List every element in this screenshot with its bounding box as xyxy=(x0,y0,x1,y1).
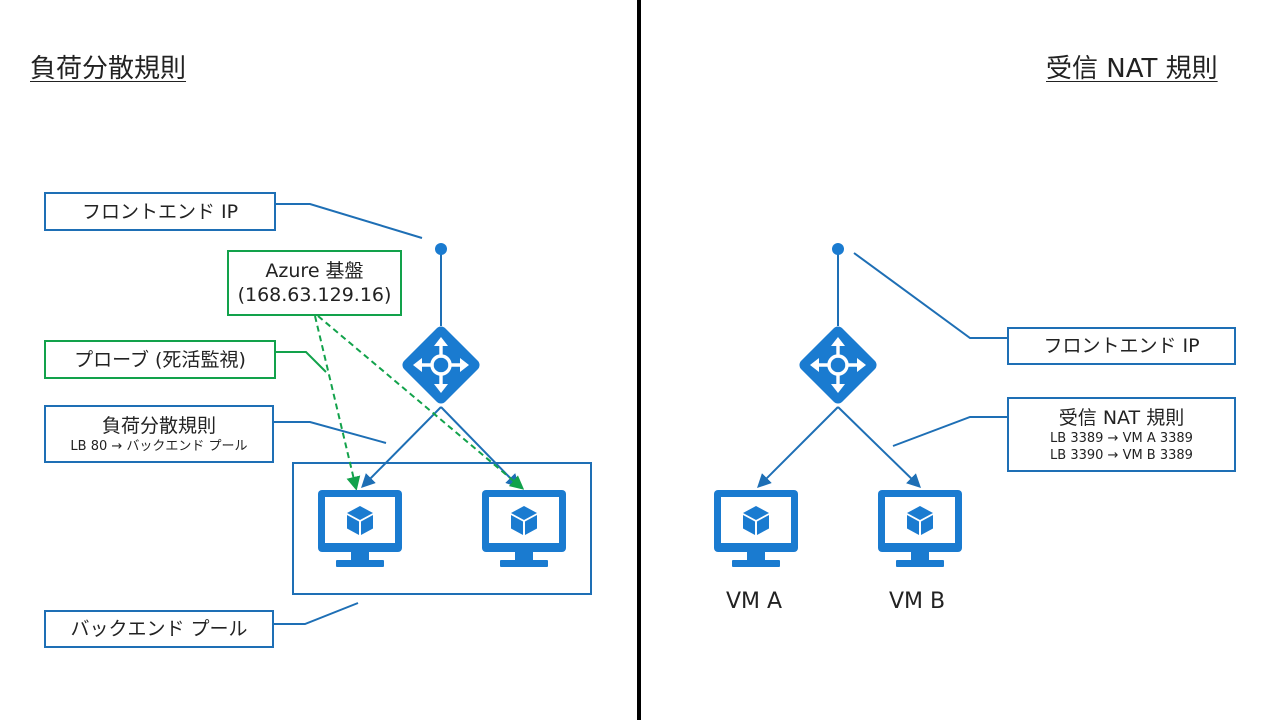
frontend-ip-label: フロントエンド IP xyxy=(81,200,239,223)
frontend-ip-connector xyxy=(276,203,423,239)
frontend-ip-label-box-right: フロントエンド IP xyxy=(1007,327,1236,365)
backend-pool-label: バックエンド プール xyxy=(70,618,248,640)
nat-rule-line-1: LB 3389 → VM A 3389 xyxy=(1050,430,1193,446)
lb-rule-box: 負荷分散規則 LB 80 → バックエンド プール xyxy=(44,405,274,463)
azure-platform-ip: (168.63.129.16) xyxy=(237,284,392,306)
lb-to-vm1-arrow xyxy=(361,406,442,488)
vm-b-label: VM B xyxy=(889,589,946,614)
nat-rule-label: 受信 NAT 規則 xyxy=(1058,406,1185,429)
right-section-title: 受信 NAT 規則 xyxy=(1046,54,1218,84)
backend-pool-label-box: バックエンド プール xyxy=(44,610,274,648)
probe-label: プローブ (死活監視) xyxy=(74,348,246,371)
lb-rule-label: 負荷分散規則 xyxy=(101,414,216,437)
left-section-title: 負荷分散規則 xyxy=(30,54,187,84)
nat-rule-box: 受信 NAT 規則 LB 3389 → VM A 3389 LB 3390 → … xyxy=(1007,397,1236,472)
nat-rule-line-2: LB 3390 → VM B 3389 xyxy=(1050,447,1193,463)
probe-arrow-vm2 xyxy=(317,315,525,490)
frontend-ip-label-box: フロントエンド IP xyxy=(44,192,276,231)
frontend-ip-dot-icon xyxy=(435,243,447,255)
vm-a-label: VM A xyxy=(726,589,783,614)
frontend-ip-label-right: フロントエンド IP xyxy=(1043,335,1200,357)
backend-pool-container xyxy=(292,462,592,595)
azure-platform-box: Azure 基盤 (168.63.129.16) xyxy=(227,250,402,316)
rule-connector xyxy=(274,421,387,444)
frontend-ip-connector-right xyxy=(853,252,1007,339)
lb-to-vmb-arrow xyxy=(837,406,922,488)
backend-pool-connector xyxy=(274,602,359,625)
probe-connector xyxy=(276,351,327,373)
lb-rule-detail: LB 80 → バックエンド プール xyxy=(70,438,248,454)
frontend-ip-dot-icon xyxy=(832,243,844,255)
lb-to-vma-arrow xyxy=(757,406,839,488)
nat-rule-connector xyxy=(892,416,1007,447)
azure-platform-label: Azure 基盤 xyxy=(265,260,364,282)
probe-label-box: プローブ (死活監視) xyxy=(44,340,276,379)
